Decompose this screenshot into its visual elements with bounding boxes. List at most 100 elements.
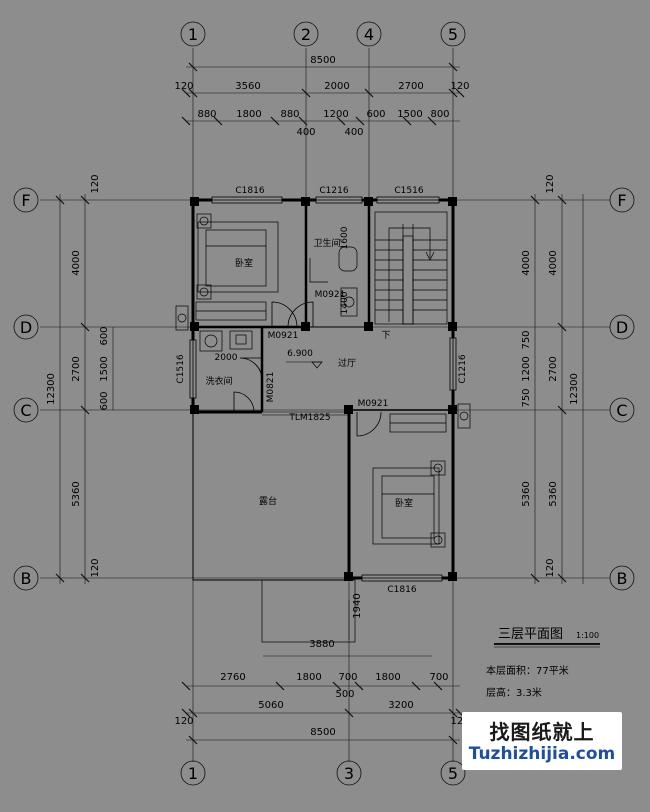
axis-bubble-labels: 1 2 4 5 1 3 5 F D C B F D C B: [20, 25, 628, 783]
title-block: 三层平面图 1:100 本层面积：77平米 层高：3.3米: [486, 627, 600, 699]
code-c1216-top: C1216: [319, 186, 348, 196]
dim-bottom-total: 8500: [310, 727, 335, 738]
dim-bottom-row2-1: 120: [174, 716, 193, 727]
dimension-text-bottom: 3880 2760 1800 700 1800 700 500 120 5060…: [174, 593, 469, 738]
windows: [189, 196, 457, 582]
axis-label-top-1: 1: [188, 25, 198, 44]
dim-right-outer-2: 2700: [548, 356, 559, 381]
axis-label-right-1: F: [617, 191, 626, 210]
code-c1516-top: C1516: [394, 186, 423, 196]
dim-top-row3-4: 1200: [323, 109, 348, 120]
dim-left-3: 2700: [71, 356, 82, 381]
dim-right-inner-6: 5360: [521, 481, 532, 506]
axis-label-bottom-3: 5: [448, 764, 458, 783]
dim-right-inner-7: 120: [545, 558, 556, 577]
dim-bottom-row1-4: 1800: [375, 672, 400, 683]
dim-left-5: 120: [90, 558, 101, 577]
dim-top-row2-4: 2700: [398, 81, 423, 92]
dim-right-outer-3: 5360: [548, 481, 559, 506]
bath-dim-1400: 1400: [340, 291, 350, 314]
room-label-bedroom-b: 卧室: [395, 497, 413, 509]
stair-down-label: 下: [381, 331, 390, 341]
drawing-height: 层高：3.3米: [486, 686, 542, 699]
room-labels: 卧室 卫生间 洗衣间 过厅 露台 卧室 下 6.900 2000 1600 14…: [205, 226, 413, 509]
dim-top-row3-3: 880: [280, 109, 299, 120]
dim-top-row3-1: 880: [197, 109, 216, 120]
dim-top-row3-2: 1800: [236, 109, 261, 120]
watermark-url: Tuzhizhijia.com: [468, 744, 616, 764]
bath-dim-1600: 1600: [340, 226, 350, 249]
room-label-bedroom-a: 卧室: [235, 257, 253, 269]
code-c1216-right: C1216: [458, 354, 468, 383]
elevation-marker: [311, 361, 323, 369]
stair: [261, 211, 448, 643]
dim-bottom-row1-2: 1800: [296, 672, 321, 683]
room-label-hall: 过厅: [338, 357, 356, 369]
dim-left-2: 4000: [71, 250, 82, 275]
axis-label-bottom-1: 1: [188, 764, 198, 783]
dim-bottom-row1-5: 700: [429, 672, 448, 683]
opening-codes: C1816 C1216 C1516 M0921 M0921 C1516 M082…: [176, 186, 468, 595]
axis-label-right-2: D: [616, 318, 628, 337]
watermark-text: 找图纸就上: [489, 720, 595, 744]
axis-label-top-2: 2: [301, 25, 311, 44]
axis-label-left-1: F: [21, 191, 30, 210]
dim-left-inner-1: 600: [99, 326, 110, 345]
dimension-text-right: 12300 4000 2700 5360 120 4000 750 1200 7…: [521, 174, 580, 577]
dim-top-row2-2: 3560: [235, 81, 260, 92]
code-m0921-bath: M0921: [315, 290, 346, 300]
room-label-bathroom: 卫生间: [313, 237, 340, 249]
dim-bottom-row1-1: 2760: [220, 672, 245, 683]
dim-top-row4-1: 400: [296, 127, 315, 138]
dim-bottom-stair-depth: 1940: [352, 593, 363, 618]
dim-bottom-row2-4: 120: [450, 716, 469, 727]
dim-left-4: 5360: [71, 481, 82, 506]
walls: [191, 198, 455, 581]
columns: [190, 197, 457, 581]
room-label-terrace: 露台: [259, 495, 277, 507]
code-m0921-bed: M0921: [268, 331, 299, 341]
dimension-ticks: [55, 62, 567, 745]
dim-left-total: 12300: [46, 373, 57, 405]
dimension-lines: [59, 66, 584, 741]
room-label-laundry: 洗衣间: [205, 375, 232, 387]
dim-right-inner-5: 750: [521, 388, 532, 407]
dim-right-inner-2: 4000: [521, 250, 532, 275]
dimension-text-left: 12300 120 4000 2700 5360 120 600 1500 60…: [46, 174, 110, 577]
code-m0821: M0821: [266, 372, 276, 403]
drawing-title: 三层平面图: [498, 627, 563, 642]
axis-bubbles: [13, 21, 635, 786]
code-c1816-bottom: C1816: [387, 585, 416, 595]
dim-right-inner-3: 750: [521, 330, 532, 349]
axis-label-top-4: 5: [448, 25, 458, 44]
axis-label-bottom-2: 3: [344, 764, 354, 783]
dim-left-1: 120: [90, 174, 101, 193]
axis-label-right-3: C: [616, 401, 627, 420]
dim-top-row2-3: 2000: [324, 81, 349, 92]
watermark-badge: 找图纸就上 Tuzhizhijia.com: [462, 712, 622, 770]
laundry-dim-label: 2000: [215, 353, 238, 363]
axis-label-top-3: 4: [364, 25, 374, 44]
dim-bottom-row2-3: 3200: [388, 700, 413, 711]
code-c1516-left: C1516: [176, 354, 186, 383]
dim-top-row3-7: 800: [430, 109, 449, 120]
axis-label-left-3: C: [20, 401, 31, 420]
doors: [233, 301, 382, 437]
dim-top-row3-6: 1500: [397, 109, 422, 120]
code-m0921-bed2: M0921: [358, 399, 389, 409]
dim-top-row3-5: 600: [366, 109, 385, 120]
dim-top-row2-1: 120: [174, 81, 193, 92]
dimension-text-top: 8500 120 3560 2000 2700 120 880 1800 880…: [174, 55, 469, 138]
dim-right-inner-1: 120: [545, 174, 556, 193]
dim-bottom-row2-2: 5060: [258, 700, 283, 711]
elevation-label: 6.900: [287, 349, 313, 359]
axis-label-left-4: B: [21, 569, 32, 588]
dim-left-inner-3: 600: [99, 391, 110, 410]
dim-right-outer-1: 4000: [548, 250, 559, 275]
dim-bottom-mid: 500: [335, 689, 354, 700]
axis-label-right-4: B: [617, 569, 628, 588]
code-c1816-top: C1816: [235, 186, 264, 196]
dim-top-row4-2: 400: [344, 127, 363, 138]
drawing-scale: 1:100: [576, 631, 599, 640]
